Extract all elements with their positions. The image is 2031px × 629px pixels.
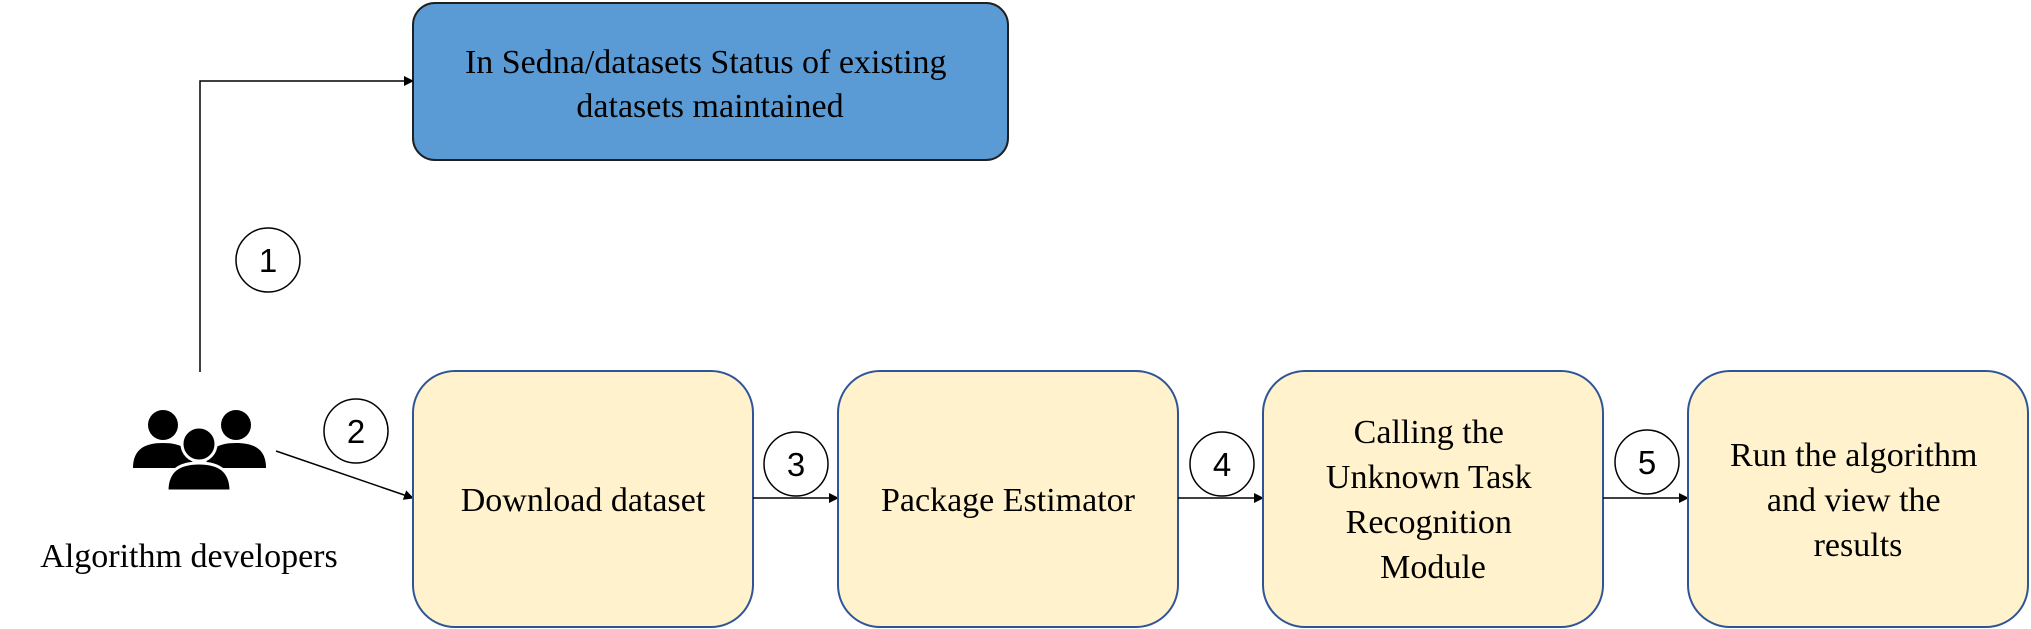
step-badge-4: 4	[1189, 431, 1255, 497]
step-badge-2: 2	[323, 398, 389, 464]
run-algorithm-node: Run the algorithm and view the results	[1687, 370, 2029, 628]
download-dataset-node: Download dataset	[412, 370, 754, 628]
run-algorithm-line-3: results	[1814, 527, 1903, 564]
step-number-4: 4	[1213, 446, 1231, 483]
datasets-status-line-2: datasets maintained	[576, 88, 843, 125]
package-estimator-node: Package Estimator	[837, 370, 1179, 628]
task-recognition-line-3: Recognition	[1346, 504, 1512, 541]
run-algorithm-line-1: Run the algorithm	[1730, 437, 1977, 474]
step-number-3: 3	[787, 446, 805, 483]
task-recognition-text: Calling the Unknown Task Recognition Mod…	[1326, 414, 1540, 586]
step-number-5: 5	[1638, 444, 1656, 481]
datasets-status-text: In Sedna/datasets Status of existing dat…	[465, 44, 955, 125]
step-number-2: 2	[347, 413, 365, 450]
run-algorithm-text: Run the algorithm and view the results	[1730, 437, 1986, 564]
connector-actor-to-status	[199, 76, 414, 372]
task-recognition-line-4: Module	[1380, 549, 1486, 586]
datasets-status-line-1: In Sedna/datasets Status of existing	[465, 44, 947, 81]
task-recognition-line-1: Calling the	[1354, 414, 1504, 451]
step-badge-3: 3	[763, 431, 829, 497]
actor-label: Algorithm developers	[40, 538, 337, 575]
package-estimator-line-1: Package Estimator	[881, 482, 1136, 519]
datasets-status-node: In Sedna/datasets Status of existing dat…	[412, 2, 1009, 161]
connector-actor-to-download	[275, 450, 414, 500]
task-recognition-line-2: Unknown Task	[1326, 459, 1532, 496]
download-dataset-line-1: Download dataset	[461, 482, 706, 519]
step-badge-1: 1	[235, 227, 301, 293]
run-algorithm-line-2: and view the	[1767, 482, 1941, 519]
step-badge-5: 5	[1614, 429, 1680, 495]
task-recognition-node: Calling the Unknown Task Recognition Mod…	[1262, 370, 1604, 628]
users-group-icon	[133, 410, 266, 493]
package-estimator-text: Package Estimator	[881, 482, 1136, 519]
step-number-1: 1	[259, 242, 277, 279]
download-dataset-text: Download dataset	[461, 482, 706, 519]
